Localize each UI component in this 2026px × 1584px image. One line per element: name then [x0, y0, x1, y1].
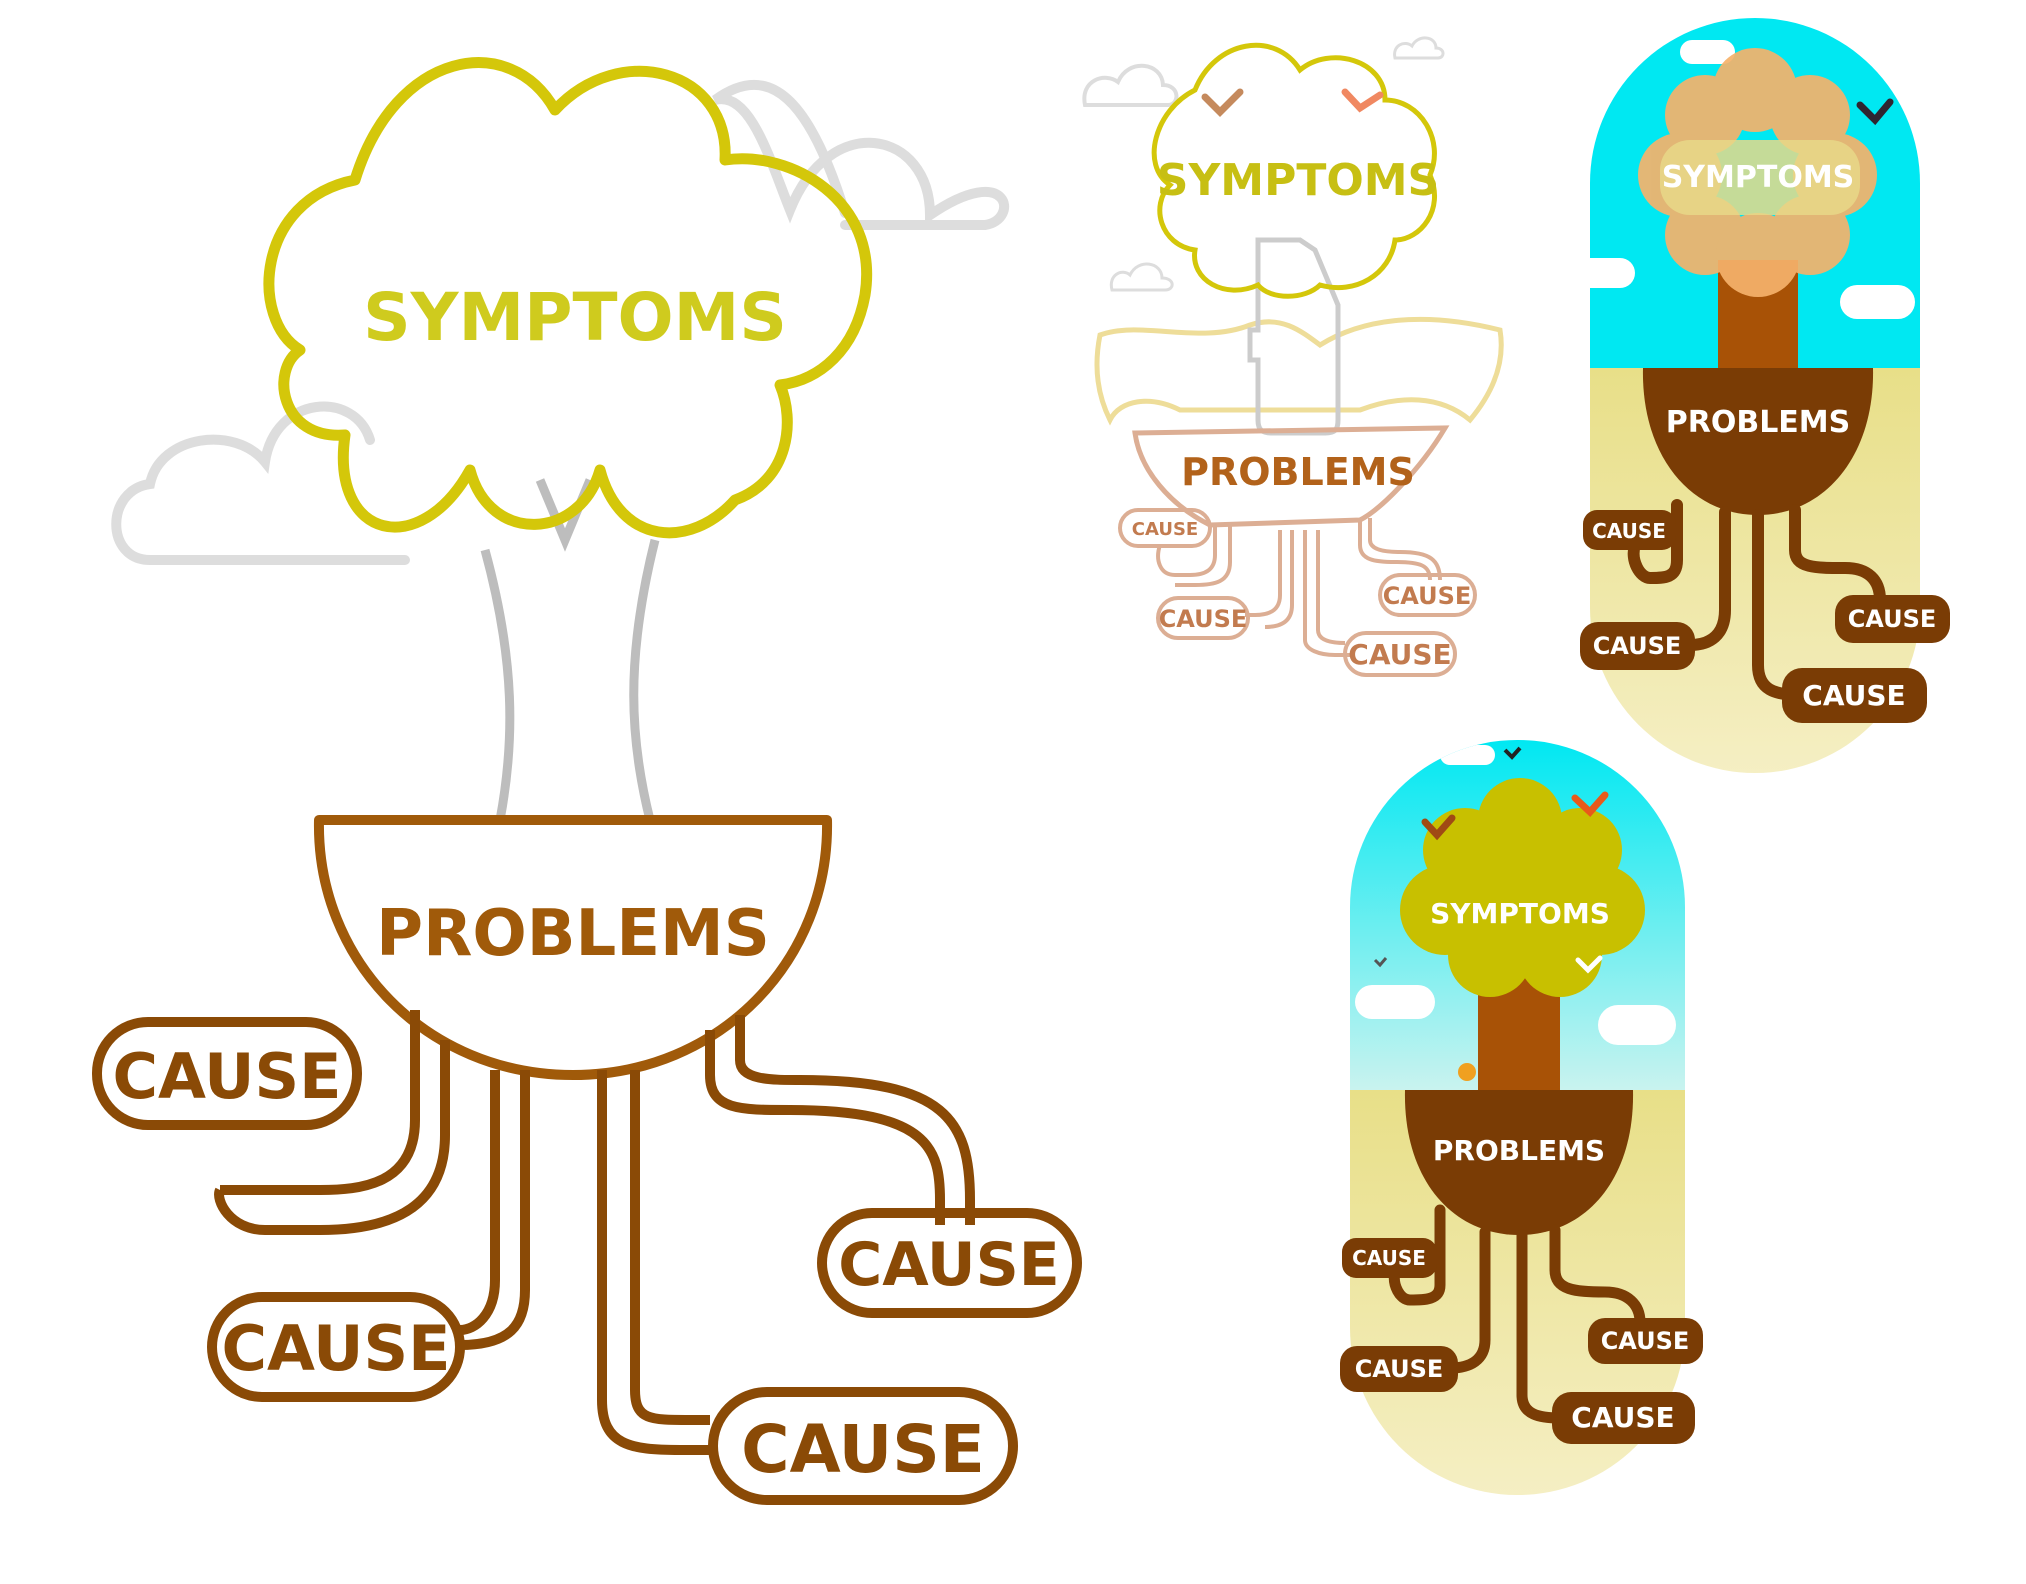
- cause-label: CAUSE: [1348, 638, 1451, 671]
- cloud-icon: [1840, 285, 1915, 319]
- small-root-lines: [1156, 518, 1442, 657]
- bird-icon: [1421, 814, 1456, 841]
- cause-label: CAUSE: [1132, 519, 1198, 540]
- small-problems-label: PROBLEMS: [1181, 450, 1415, 494]
- pill-olive-problems-label: PROBLEMS: [1433, 1134, 1605, 1167]
- pill-olive-cause-1: CAUSE: [1342, 1238, 1437, 1278]
- problems-bowl-outline: [313, 815, 833, 1080]
- pill-olive-cause-4: CAUSE: [1588, 1318, 1703, 1364]
- cloud-icon: [1440, 745, 1495, 765]
- pill-peach-symptoms-label: SYMPTOMS: [1662, 160, 1855, 195]
- cause-label: CAUSE: [1593, 632, 1682, 660]
- symptoms-canopy-outline: [263, 57, 873, 539]
- pill-peach-cause-1: CAUSE: [1583, 510, 1676, 550]
- trunk-outline-right: [629, 538, 660, 822]
- cause-label: CAUSE: [1802, 679, 1905, 712]
- cause-pill-2: CAUSE: [207, 1292, 465, 1402]
- cause-pill-4: CAUSE: [817, 1208, 1082, 1318]
- small-cloud-2: [1393, 36, 1445, 60]
- small-cause-pill-4: CAUSE: [1378, 573, 1477, 617]
- bird-icon: [1571, 791, 1609, 818]
- cause-label: CAUSE: [1848, 605, 1937, 633]
- pill-peach-cause-3: CAUSE: [1782, 668, 1927, 723]
- small-cause-pill-1: CAUSE: [1118, 508, 1212, 548]
- small-outline-diagram: SYMPTOMS PROBLEMS CAUSE CAUSE CAUSE: [1082, 36, 1504, 677]
- cause-label: CAUSE: [741, 1411, 985, 1488]
- small-cloud-1: [1082, 63, 1179, 107]
- cause-label: CAUSE: [1355, 1355, 1444, 1383]
- cloud-right-outline: [712, 79, 1010, 230]
- trunk-outline-left: [480, 548, 515, 821]
- large-outline-diagram: SYMPTOMS PROBLEMS CAUSE CAUSE CAUSE: [92, 57, 1082, 1505]
- cause-pill-3: CAUSE: [708, 1387, 1018, 1505]
- cloud-icon: [1680, 40, 1735, 64]
- cause-label: CAUSE: [1592, 519, 1666, 543]
- pill-olive-canopy: [1400, 778, 1645, 997]
- pill-olive-problems-bowl: [1404, 1090, 1634, 1235]
- cause-label: CAUSE: [1383, 582, 1472, 610]
- small-trunk-outline: [1247, 237, 1341, 436]
- symptoms-label: SYMPTOMS: [363, 279, 787, 356]
- cause-label: CAUSE: [222, 1312, 451, 1385]
- bird-icon: [1201, 88, 1244, 117]
- bird-icon: [1341, 88, 1384, 113]
- bird-icon: [1856, 98, 1894, 126]
- small-cause-pill-2: CAUSE: [1156, 596, 1250, 640]
- cloud-icon: [1590, 258, 1635, 288]
- cause-label: CAUSE: [1601, 1327, 1690, 1355]
- problems-label: PROBLEMS: [376, 897, 770, 971]
- pill-olive-symptoms-label: SYMPTOMS: [1430, 897, 1610, 930]
- cause-label: CAUSE: [838, 1230, 1060, 1300]
- pill-peach-cause-2: CAUSE: [1580, 622, 1695, 670]
- cloud-icon: [1355, 985, 1435, 1019]
- flower-icon: [1458, 1063, 1476, 1081]
- cause-label: CAUSE: [1352, 1246, 1426, 1270]
- pill-olive-cause-3: CAUSE: [1552, 1392, 1695, 1444]
- small-symptoms-label: SYMPTOMS: [1157, 155, 1439, 206]
- bird-icon: [1575, 955, 1603, 974]
- small-cause-pill-3: CAUSE: [1343, 631, 1457, 677]
- pill-peach-cause-4: CAUSE: [1835, 595, 1950, 643]
- pill-peach-diagram: SYMPTOMS PROBLEMS CAUSE CAUSE CAUSE CAUS…: [1580, 18, 1950, 773]
- pill-olive-diagram: SYMPTOMS PROBLEMS CAUSE CAUSE CAUSE CAUS…: [1340, 740, 1703, 1495]
- pill-peach-problems-bowl: [1642, 368, 1874, 515]
- cause-pill-1: CAUSE: [92, 1017, 362, 1130]
- pill-olive-cause-2: CAUSE: [1340, 1346, 1458, 1392]
- bird-icon: [1503, 746, 1522, 760]
- cause-label: CAUSE: [113, 1040, 342, 1113]
- cause-label: CAUSE: [1571, 1401, 1674, 1434]
- small-pale-wings: [1094, 316, 1504, 426]
- small-cloud-3: [1109, 262, 1174, 292]
- cloud-left-outline: [111, 401, 410, 565]
- bird-icon: [1373, 957, 1388, 968]
- root-lines: [214, 1010, 975, 1455]
- cause-label: CAUSE: [1159, 605, 1248, 633]
- small-symptoms-canopy: [1151, 42, 1437, 299]
- cloud-icon: [1598, 1005, 1676, 1045]
- pill-peach-problems-label: PROBLEMS: [1666, 405, 1851, 440]
